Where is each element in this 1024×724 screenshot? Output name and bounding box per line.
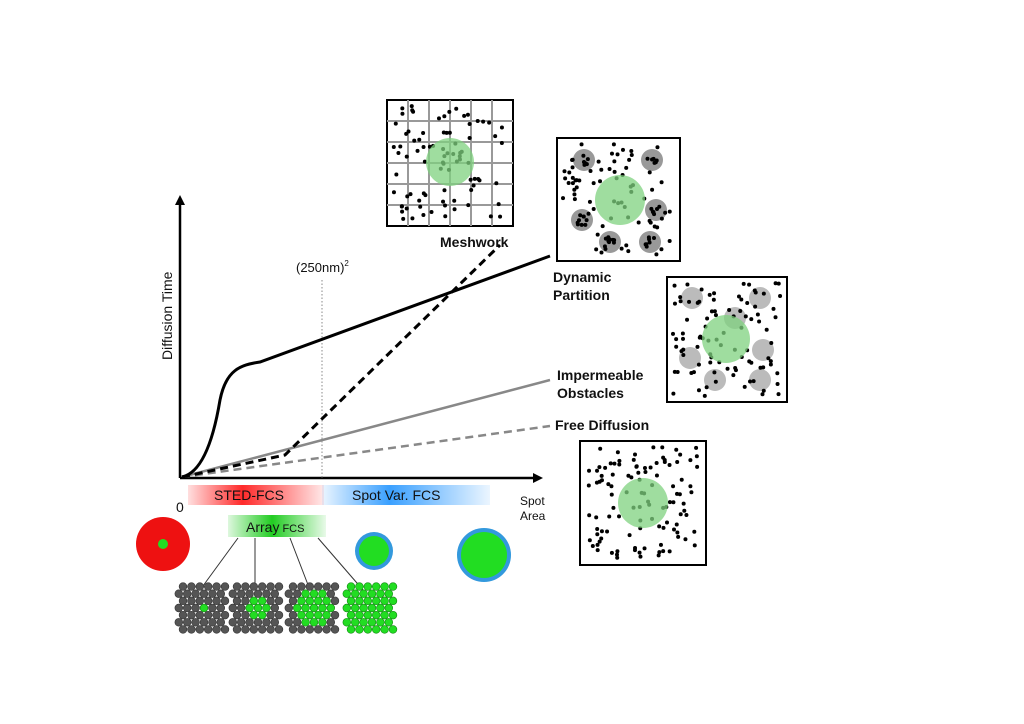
curve-meshwork [181,243,502,479]
sted-fcs-band [188,485,324,505]
small-confocal-spot-icon [355,532,393,570]
y-axis-label: Diffusion Time [159,271,175,360]
obstacle-molecules [671,281,783,398]
x-axis-label-line1: Spot [520,494,545,508]
array-connector-lines [199,537,364,591]
label-free-diffusion: Free Diffusion [555,417,649,433]
curve-dynamic-partition [181,254,551,479]
label-obstacles-line2: Obstacles [557,385,624,401]
curve-impermeable-obstacles [181,378,551,479]
origin-label: 0 [176,499,184,515]
label-dynamic-line2: Partition [553,287,610,303]
dynamic-domains [571,149,667,253]
sted-fcs-label: STED-FCS [214,487,284,503]
label-obstacles-line1: Impermeable [557,367,644,383]
inset-free-diffusion [579,440,707,566]
label-meshwork: Meshwork [440,234,509,250]
curve-free-diffusion [181,424,551,479]
inset-dynamic-partition [556,137,681,262]
resolution-marker-label: (250nm)2 [296,259,349,275]
array-detector-grids [174,582,398,634]
x-axis-label-line2: Area [520,509,546,523]
meshwork-observation-spot [426,138,474,186]
dynamic-observation-spot [595,175,645,225]
obstacles-observation-spot [702,315,750,363]
label-dynamic-line1: Dynamic [553,269,612,285]
meshwork-molecules [391,104,504,221]
spot-var-fcs-label: Spot Var. FCS [352,487,440,503]
inset-impermeable-obstacles [666,276,788,403]
sted-spot-icon [136,517,190,571]
large-confocal-spot-icon [457,528,511,582]
array-fcs-band [228,515,326,537]
free-observation-spot [618,478,668,528]
inset-meshwork [386,99,514,227]
spot-var-fcs-band [322,485,490,505]
